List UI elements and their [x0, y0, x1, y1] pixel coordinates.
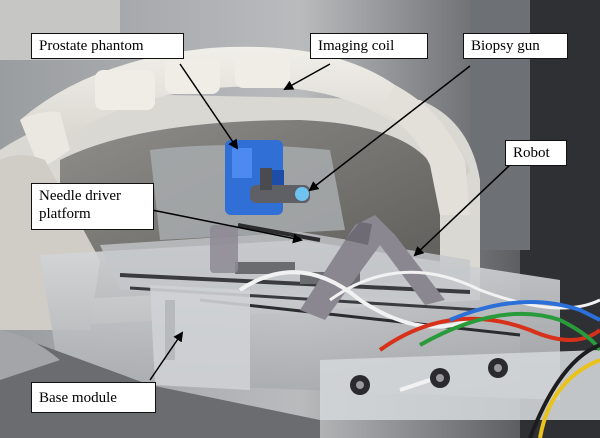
- label-imaging-coil: Imaging coil: [310, 33, 428, 59]
- label-prostate-phantom-text: Prostate phantom: [39, 38, 144, 54]
- label-biopsy-gun-text: Biopsy gun: [471, 38, 540, 54]
- label-base-module-text: Base module: [39, 390, 117, 406]
- label-needle-driver-platform: Needle driver platform: [31, 183, 154, 230]
- label-needle-driver-platform-line2: platform: [39, 206, 91, 222]
- label-biopsy-gun: Biopsy gun: [463, 33, 568, 59]
- label-prostate-phantom: Prostate phantom: [31, 33, 184, 59]
- label-robot-text: Robot: [513, 145, 550, 161]
- label-base-module: Base module: [31, 382, 156, 413]
- label-robot: Robot: [505, 140, 567, 166]
- label-imaging-coil-text: Imaging coil: [318, 38, 395, 54]
- label-needle-driver-platform-line1: Needle driver: [39, 188, 122, 204]
